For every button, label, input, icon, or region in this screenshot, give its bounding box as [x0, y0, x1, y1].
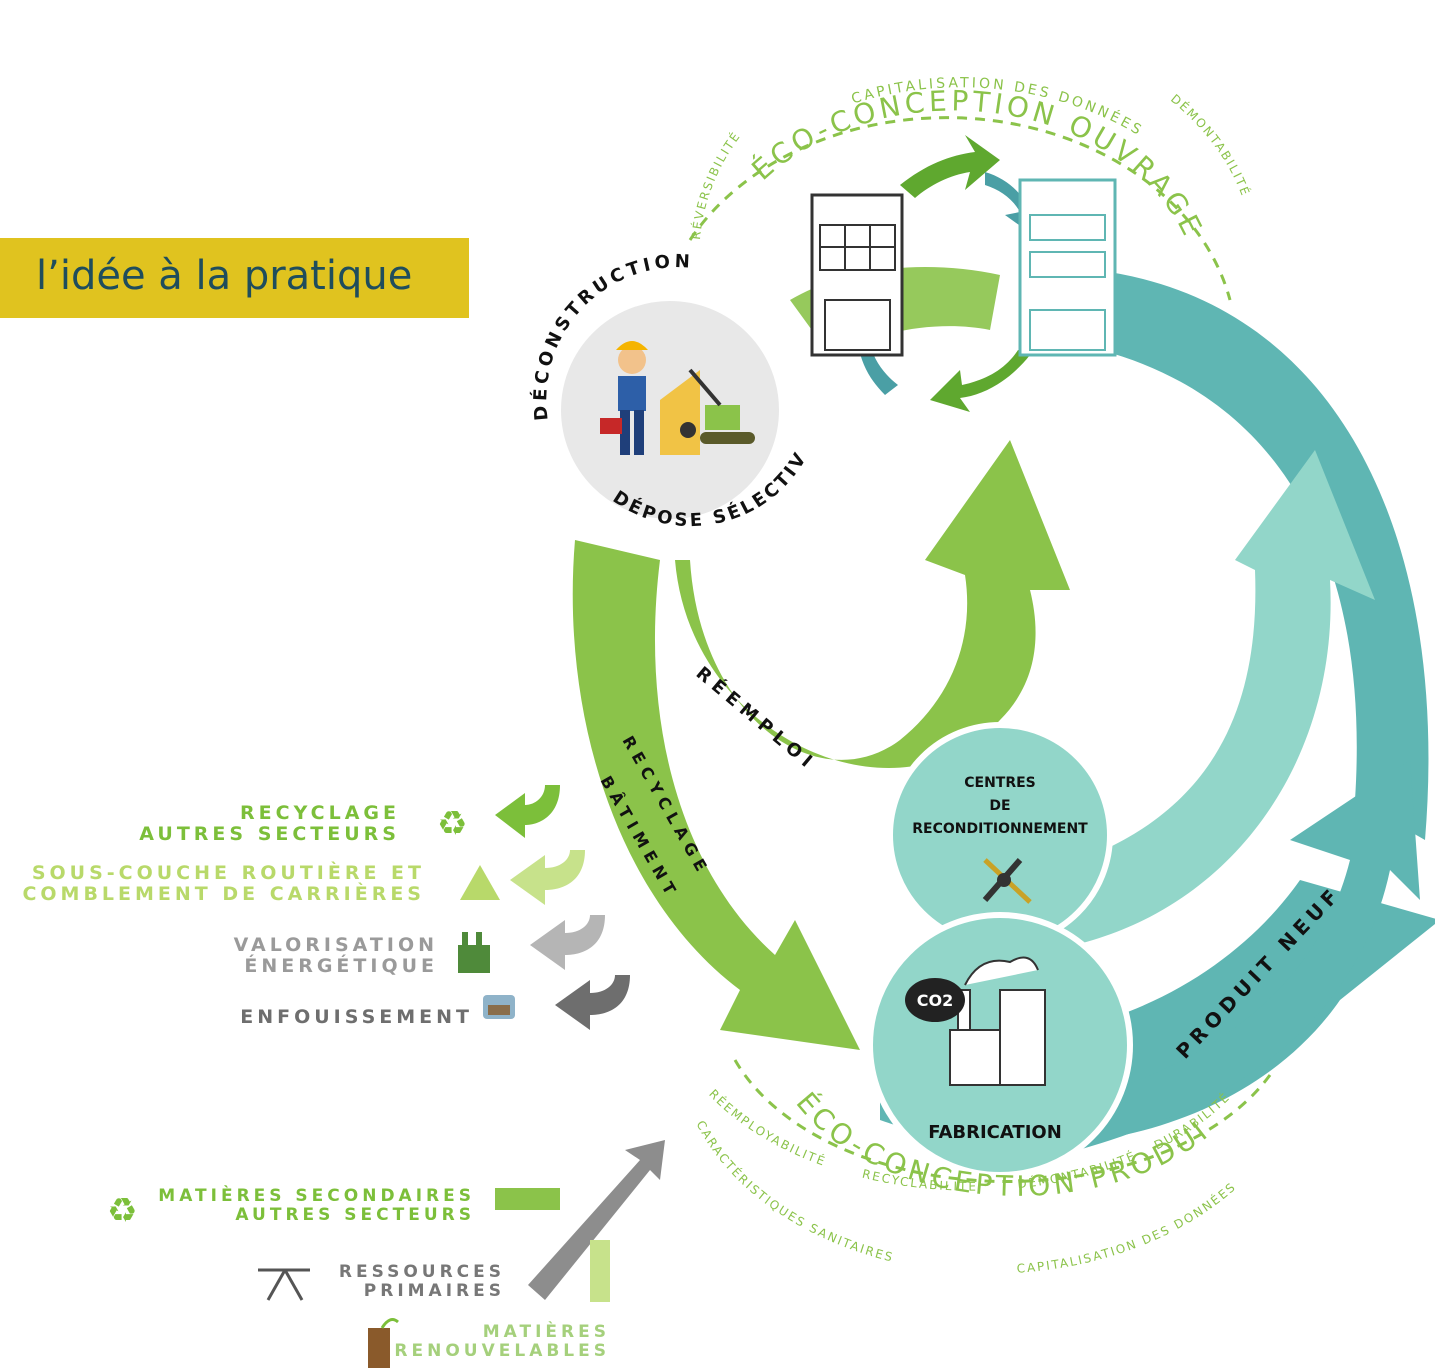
teal-inner-arrow	[1050, 450, 1375, 950]
top-arrow-right	[900, 135, 1000, 198]
bottom-arc-dashes	[733, 1059, 1272, 1183]
input-arrow-grey	[528, 1140, 665, 1300]
old-building-icon	[810, 193, 904, 357]
title-banner	[0, 238, 469, 318]
reemploi-label: RÉEMPLOI	[692, 663, 821, 776]
centres-line2: DE	[989, 798, 1010, 814]
top-arc-left-label: RÉVERSIBILITÉ	[689, 128, 744, 240]
recyclage-batiment-arrow	[572, 540, 860, 1050]
factory-icon	[949, 956, 1046, 1086]
worker-icon	[600, 341, 648, 455]
output-arrow-valorisation	[530, 915, 605, 970]
top-arc-dashes	[688, 116, 1232, 301]
factory-energy-icon	[458, 932, 490, 973]
top-arrow-down	[930, 350, 1030, 412]
centres-line3: RECONDITIONNEMENT	[912, 821, 1088, 837]
landfill-icon	[483, 995, 515, 1019]
fabrication-label: FABRICATION	[928, 1122, 1062, 1143]
output-arrow-enfouissement	[555, 975, 630, 1030]
recycle-input-icon: ♻	[107, 1191, 137, 1231]
excavator-icon	[660, 368, 755, 455]
output-arrow-sous-couche	[510, 850, 585, 905]
input-bar-secondaires	[495, 1188, 560, 1210]
input-bar-renouvelables	[590, 1240, 610, 1302]
road-work-icon	[460, 865, 500, 900]
tree-trunk-icon	[368, 1318, 399, 1368]
recycle-icon: ♻	[437, 804, 467, 844]
reemploi-arrow	[675, 440, 1070, 768]
output-arrow-recyclage	[495, 785, 560, 838]
output-enfouissement-label: ENFOUISSEMENT	[240, 1006, 473, 1028]
renovated-building-icon	[1018, 178, 1117, 357]
tools-icon	[982, 858, 1032, 904]
co2-cloud-icon: CO2	[905, 978, 965, 1022]
centres-line1: CENTRES	[964, 775, 1036, 791]
page-title: l’idée à la pratique	[36, 253, 413, 299]
co2-text: CO2	[917, 991, 953, 1010]
oil-pump-icon	[258, 1268, 310, 1301]
